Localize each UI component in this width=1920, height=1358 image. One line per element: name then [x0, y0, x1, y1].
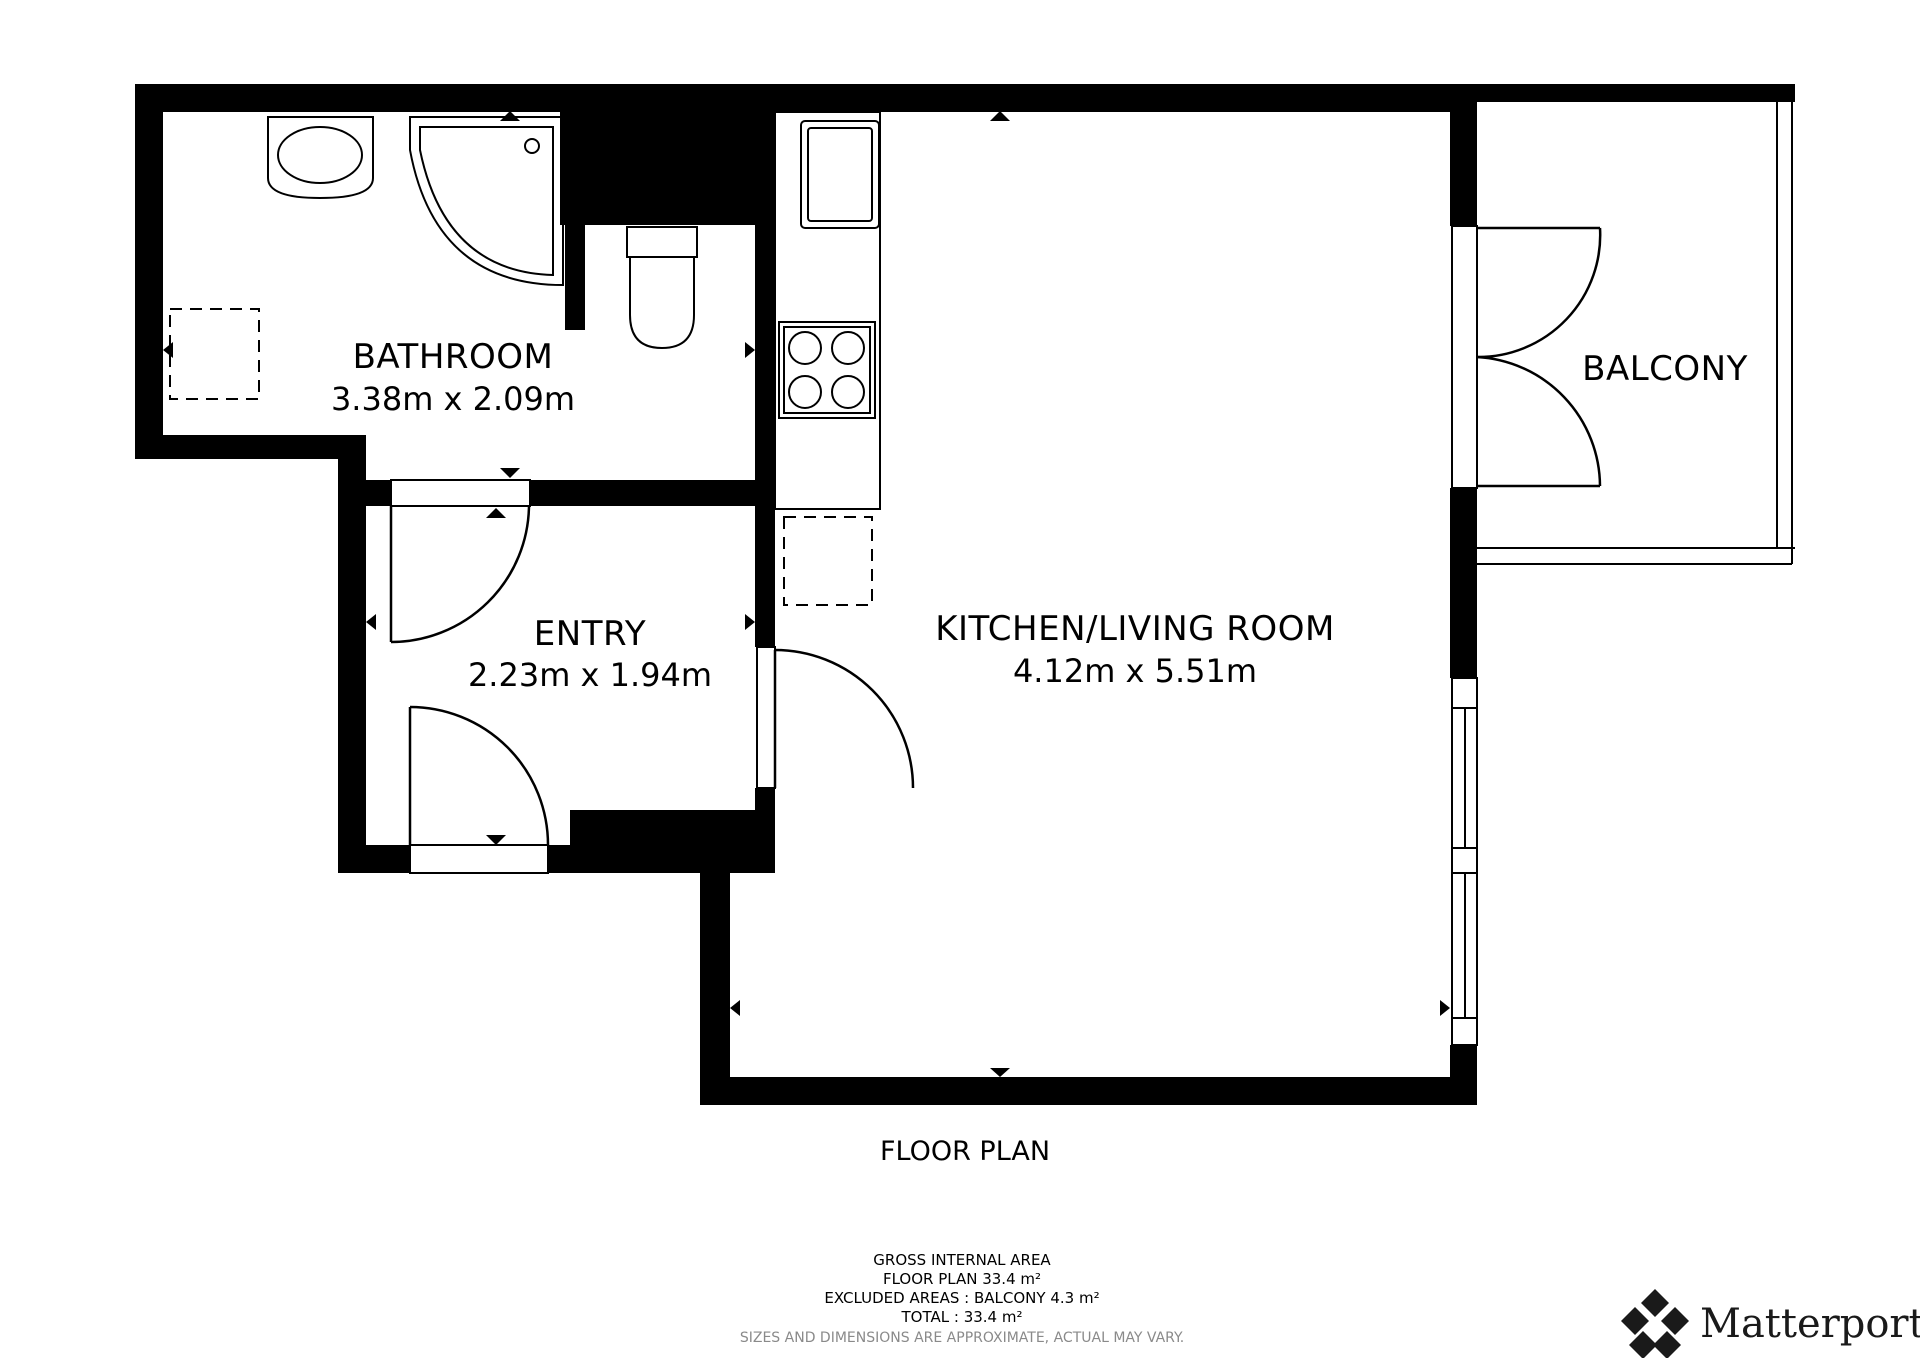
- area-floor-plan: FLOOR PLAN 33.4 m²: [883, 1270, 1041, 1288]
- area-heading: GROSS INTERNAL AREA: [873, 1251, 1051, 1269]
- entry-name: ENTRY: [534, 614, 646, 654]
- kitchen-fixtures: [774, 111, 881, 606]
- floor-plan-caption: FLOOR PLAN: [880, 1136, 1050, 1167]
- dimension-markers: [163, 111, 1450, 1077]
- bathroom-name: BATHROOM: [353, 337, 554, 377]
- kitchen-living-dims: 4.12m x 5.51m: [1013, 652, 1257, 690]
- brand-name: Matterport: [1700, 1301, 1920, 1347]
- area-excluded: EXCLUDED AREAS : BALCONY 4.3 m²: [824, 1289, 1099, 1307]
- walls: [135, 84, 1795, 1105]
- area-disclaimer: SIZES AND DIMENSIONS ARE APPROXIMATE, AC…: [740, 1330, 1184, 1346]
- entry-dims: 2.23m x 1.94m: [468, 656, 712, 694]
- kitchen-living-name: KITCHEN/LIVING ROOM: [935, 609, 1335, 649]
- bathroom-fixtures: [169, 116, 698, 400]
- matterport-logo-icon: [1621, 1289, 1689, 1358]
- balcony-name: BALCONY: [1582, 349, 1748, 389]
- balcony-rail: [1477, 102, 1795, 565]
- doors: [389, 226, 1602, 846]
- windows: [390, 225, 1478, 1046]
- bathroom-dims: 3.38m x 2.09m: [331, 380, 575, 418]
- area-total: TOTAL : 33.4 m²: [901, 1308, 1023, 1326]
